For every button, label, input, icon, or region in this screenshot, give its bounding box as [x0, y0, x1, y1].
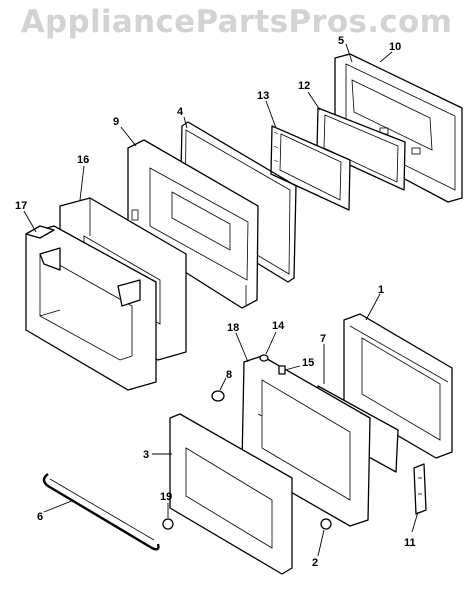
part-13-inner-frame: [270, 125, 351, 211]
part-19-bumper: [162, 518, 174, 530]
part-9-door-liner: [127, 139, 259, 309]
callout-1: 1: [378, 284, 384, 296]
callout-2: 2: [312, 557, 318, 569]
part-12-glass: [316, 107, 406, 191]
part-15-clip: [278, 365, 286, 375]
callout-14: 14: [272, 320, 285, 332]
callout-12: 12: [298, 80, 310, 92]
callout-6: 6: [37, 511, 43, 523]
part-11-bracket: [413, 463, 427, 515]
part-17-insulation-block: [25, 225, 157, 391]
part-14-screw: [259, 354, 269, 362]
callout-15: 15: [302, 357, 314, 369]
callout-16: 16: [77, 154, 89, 166]
callout-9: 9: [113, 116, 119, 128]
callout-11: 11: [404, 537, 416, 549]
callout-7: 7: [320, 333, 326, 345]
callout-19: 19: [160, 491, 172, 503]
callout-10: 10: [389, 41, 401, 53]
callout-18: 18: [227, 322, 239, 334]
callout-labels: 5 10 12 13 4 9 16 17 1 18 14 7 15 8 3 19…: [15, 35, 416, 569]
part-3-outer-door: [169, 413, 293, 575]
callout-17: 17: [15, 200, 27, 212]
part-2-hinge-nut: [320, 518, 332, 530]
callout-13: 13: [257, 90, 269, 102]
callout-4: 4: [177, 106, 184, 118]
callout-8: 8: [226, 369, 232, 381]
part-6-handle: [42, 473, 160, 551]
part-8-bumper: [211, 390, 225, 402]
callout-5: 5: [338, 35, 344, 47]
leader-lines: [23, 43, 419, 557]
callout-3: 3: [143, 449, 149, 461]
watermark-logo: AppliancePartsPros.com: [20, 4, 453, 40]
